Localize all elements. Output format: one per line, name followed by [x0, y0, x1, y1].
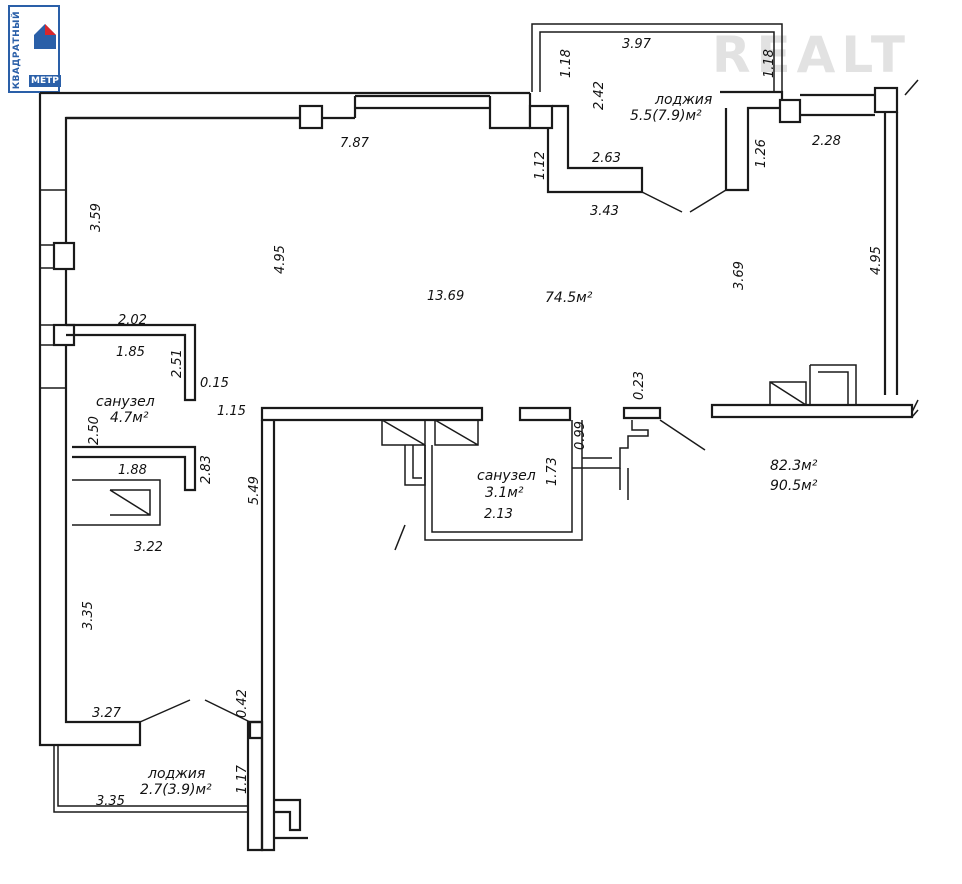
dimension-label: 0.15 — [200, 376, 229, 391]
dimension-label: 3.69 — [732, 261, 747, 290]
dimension-label: 3.59 — [89, 203, 104, 232]
dimension-label: 2.28 — [812, 134, 841, 149]
loggia-bottom — [53, 699, 308, 852]
dimension-label: 1.18 — [559, 49, 574, 78]
dimension-label: 1.15 — [217, 404, 246, 419]
logo-metr: МЕТР — [29, 75, 61, 87]
dimension-label: 1.18 — [762, 49, 777, 78]
dimension-label: 1.88 — [118, 463, 147, 478]
realt-watermark: REALT — [712, 26, 912, 84]
dimension-label: 3.35 — [81, 601, 96, 630]
dimension-label: 2.83 — [199, 455, 214, 484]
dimension-label: 1.12 — [533, 151, 548, 180]
dimension-label: 3.97 — [622, 37, 652, 52]
bathroom-left-area: 4.7м² — [110, 410, 149, 426]
central-partitions — [260, 406, 706, 852]
dimension-label: 3.35 — [96, 794, 125, 809]
main-area: 74.5м² — [545, 290, 593, 306]
dimension-label: 2.13 — [484, 507, 513, 522]
loggia-top — [531, 23, 899, 213]
dimension-label: 7.87 — [340, 136, 370, 151]
dimension-label: 1.17 — [235, 764, 250, 794]
dimension-label: 13.69 — [427, 289, 464, 304]
dimension-label: 3.22 — [134, 540, 163, 555]
right-wall — [710, 79, 919, 419]
dimension-label: 4.95 — [869, 246, 884, 275]
dimension-label: 5.49 — [247, 476, 262, 505]
dimension-label: 3.43 — [590, 204, 619, 219]
total-area-2: 90.5м² — [770, 478, 818, 494]
dimension-label: 0.42 — [235, 689, 250, 718]
kvadratny-metr-logo: КВАДРАТНЫЙ МЕТР — [8, 5, 61, 93]
dimension-label: 4.95 — [273, 245, 288, 274]
dimension-label: 3.27 — [92, 706, 122, 721]
dimension-label: 2.42 — [592, 81, 607, 110]
total-area-1: 82.3м² — [770, 458, 818, 474]
dimension-label: 1.26 — [754, 139, 769, 168]
bathroom-center-area: 3.1м² — [485, 485, 524, 501]
dimension-label: 1.85 — [116, 345, 145, 360]
bathroom-left — [66, 323, 197, 526]
loggia-bottom-area: 2.7(3.9)м² — [140, 782, 212, 798]
dimension-label: 2.51 — [170, 349, 185, 378]
dimension-label: 2.63 — [592, 151, 621, 166]
dimension-label: 1.73 — [545, 457, 560, 486]
loggia-top-name: лоджия — [654, 92, 712, 108]
loggia-bottom-name: лоджия — [147, 766, 205, 782]
house-logo-icon — [34, 24, 56, 49]
bathroom-center-name: санузел — [477, 468, 536, 484]
loggia-top-area: 5.5(7.9)м² — [630, 108, 702, 124]
bathroom-left-name: санузел — [96, 394, 155, 410]
dimension-label: 2.50 — [87, 416, 102, 445]
dimension-label: 0.23 — [632, 371, 647, 400]
dimension-label: 0.99 — [573, 421, 588, 450]
dimension-label: 2.02 — [118, 313, 147, 328]
